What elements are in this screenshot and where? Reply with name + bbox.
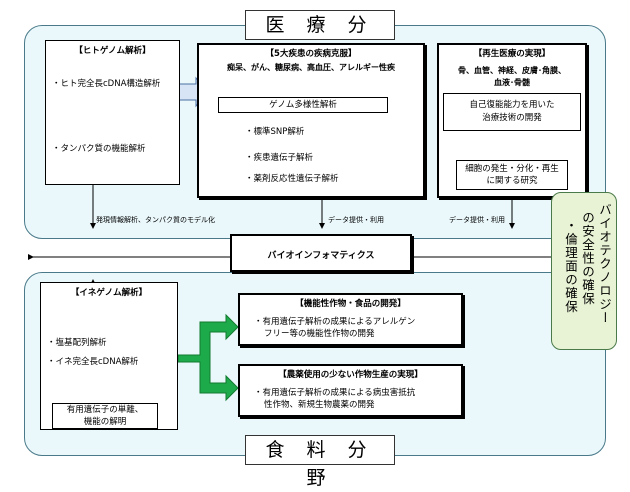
rice-cdna-analysis: ・イネ完全長cDNA解析 xyxy=(47,357,139,367)
functional-crops-box: 【機能性作物・食品の開発】 ・有用遺伝子解析の成果によるアレルゲン フリー等の機… xyxy=(238,293,463,346)
functional-crops-header: 【機能性作物・食品の開発】 xyxy=(295,299,406,309)
human-genome-item-cdna: ・ヒト完全長cDNA構造解析 xyxy=(52,79,161,89)
cell-research-line2: に関する研究 xyxy=(486,176,538,186)
useful-gene-box: 有用遺伝子の単離、 機能の解明 xyxy=(52,403,158,429)
human-genome-item-protein: ・タンパク質の機能解析 xyxy=(52,144,146,154)
ethics-box: バイオテクノロジー の安全性の確保 ・倫理面の確保 xyxy=(551,192,617,350)
medical-field-title: 医 療 分 野 xyxy=(245,10,395,64)
self-repair-tech-box: 自己復能能力を用いた 治療技術の開発 xyxy=(443,93,581,131)
disease-gene-analysis: ・疾患遺伝子解析 xyxy=(245,153,314,163)
ethics-line1: バイオテクノロジー xyxy=(597,203,612,325)
self-repair-line2: 治療技術の開発 xyxy=(482,113,542,123)
expression-analysis-note: 発現情報解析、タンパク質のモデル化 xyxy=(96,216,215,224)
regenerative-header: 【再生医療の実現】 xyxy=(473,49,551,59)
ethics-line2: の安全性の確保 xyxy=(580,211,595,306)
snp-analysis: ・標準SNP解析 xyxy=(245,127,305,137)
cell-research-box: 細胞の発生・分化・再生 に関する研究 xyxy=(456,160,568,190)
cell-research-line1: 細胞の発生・分化・再生 xyxy=(465,164,559,174)
diagram-page: { "medical": { "title": "医 療 分 野", "geno… xyxy=(24,10,617,489)
functional-crops-line2: フリー等の機能性作物の開発 xyxy=(264,329,375,339)
human-genome-header: 【ヒトゲノム解析】 xyxy=(74,46,151,56)
functional-crops-line1: ・有用遺伝子解析の成果によるアレルゲン xyxy=(254,317,416,327)
data-usage-note-center: データ提供・利用 xyxy=(328,216,384,224)
rice-genome-header: 【イネゲノム解析】 xyxy=(70,288,148,298)
bioinformatics-box: バイオインフォマティクス xyxy=(230,234,412,272)
food-field-title: 食 料 分 野 xyxy=(245,435,395,489)
bioinformatics-label: バイオインフォマティクス xyxy=(267,251,375,261)
rice-genome-box: 【イネゲノム解析】 ・塩基配列解析 ・イネ完全長cDNA解析 有用遺伝子の単離、… xyxy=(40,282,178,430)
regenerative-medicine-box: 【再生医療の実現】 骨、血管、神経、皮膚･角膜、 血液･骨髄 自己復能能力を用い… xyxy=(437,43,587,198)
rice-base-sequence: ・塩基配列解析 xyxy=(47,338,107,348)
low-pesticide-line2: 性作物、新規生物農薬の開発 xyxy=(264,400,375,410)
self-repair-line1: 自己復能能力を用いた xyxy=(469,100,555,110)
polymorphism-box: ゲノム多様性解析 xyxy=(218,97,388,113)
low-pesticide-line1: ・有用遺伝子解析の成果による病虫害抵抗 xyxy=(254,388,416,398)
regenerative-list-line1: 骨、血管、神経、皮膚･角膜、 xyxy=(458,66,566,75)
useful-gene-line1: 有用遺伝子の単離、 xyxy=(66,405,144,415)
five-diseases-box: 【5大疾患の疾病克服】 痴呆、がん、糖尿病、高血圧、アレルギー性疾 ゲノム多様性… xyxy=(197,43,425,198)
data-usage-note-right: データ提供・利用 xyxy=(449,216,505,224)
useful-gene-line2: 機能の解明 xyxy=(83,417,127,427)
low-pesticide-box: 【農薬使用の少ない作物生産の実現】 ・有用遺伝子解析の成果による病虫害抵抗 性作… xyxy=(238,364,463,417)
human-genome-box: 【ヒトゲノム解析】 ・ヒト完全長cDNA構造解析 ・タンパク質の機能解析 xyxy=(45,40,180,185)
regenerative-list-line2: 血液･骨髄 xyxy=(494,78,530,87)
low-pesticide-header: 【農薬使用の少ない作物生産の実現】 xyxy=(278,370,423,380)
five-diseases-header: 【5大疾患の疾病克服】 xyxy=(265,49,357,59)
ethics-line3: ・倫理面の確保 xyxy=(563,219,578,314)
five-diseases-list: 痴呆、がん、糖尿病、高血圧、アレルギー性疾 xyxy=(227,63,395,72)
drug-response-gene-analysis: ・薬剤反応性遺伝子解析 xyxy=(245,174,339,184)
